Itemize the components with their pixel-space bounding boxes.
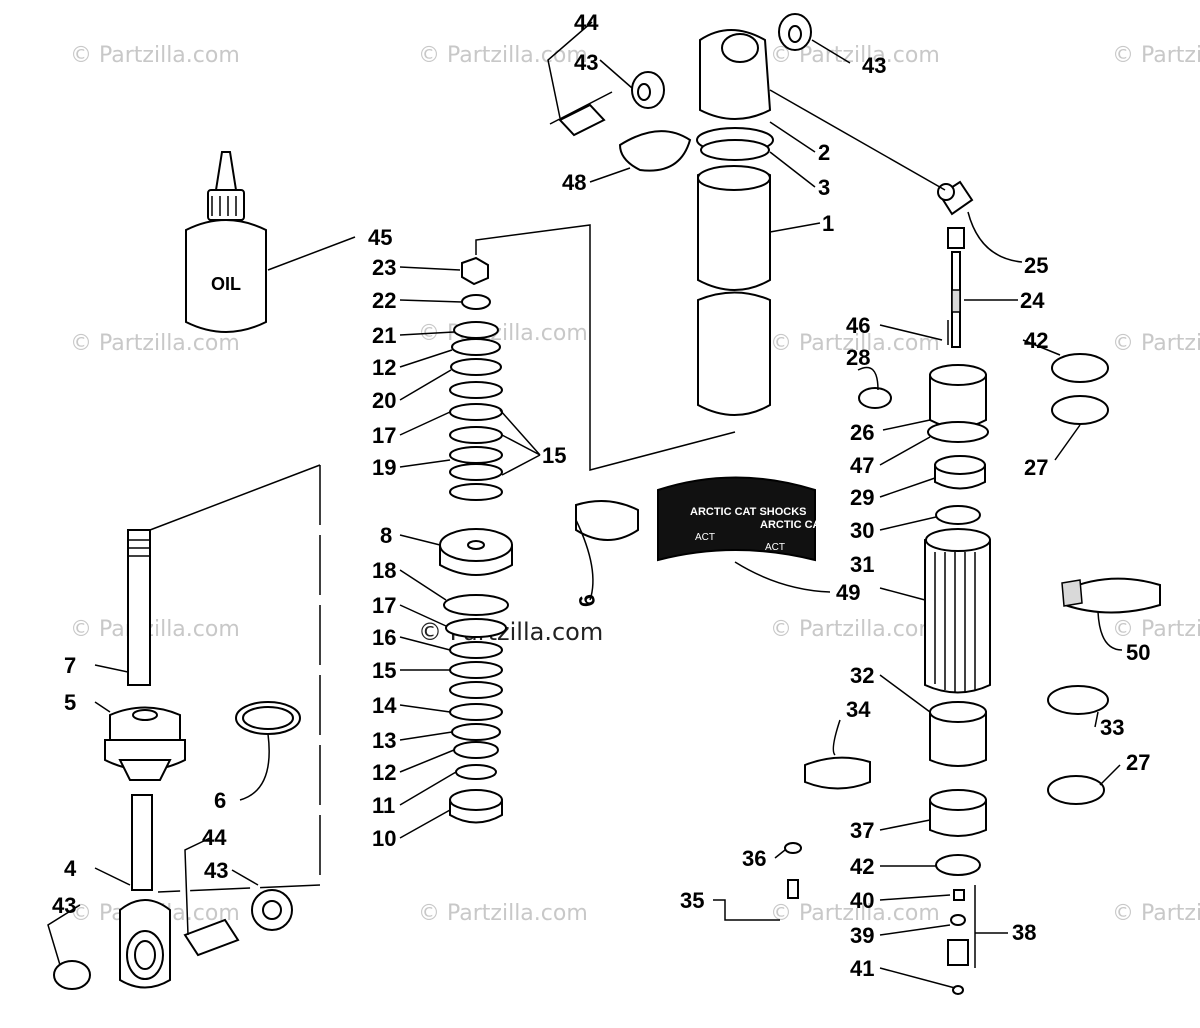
callout-label[interactable]: 2	[818, 140, 830, 165]
callout-label[interactable]: 27	[1126, 750, 1150, 775]
callout-label[interactable]: 15	[542, 443, 566, 468]
callout-label[interactable]: 46	[846, 313, 870, 338]
callout-label[interactable]: 43	[52, 893, 76, 918]
callout-label[interactable]: 1	[822, 211, 834, 236]
callout-label[interactable]: 48	[562, 170, 586, 195]
decal-text: ARCTIC CAT SHOCKS	[690, 506, 807, 518]
watermark: © Partzilla.com	[770, 331, 940, 356]
callout-label[interactable]: 47	[850, 453, 874, 478]
shock-top-eye	[549, 13, 812, 172]
callout-label[interactable]: 36	[742, 846, 766, 871]
callout-label[interactable]: 43	[574, 50, 598, 75]
callout-label[interactable]: 24	[1020, 288, 1045, 313]
callout-label[interactable]: 6	[214, 788, 226, 813]
callout-label[interactable]: 12	[372, 760, 396, 785]
watermark: © Partzilla.com	[70, 43, 240, 68]
watermark: © Partzilla.com	[1112, 331, 1200, 356]
oil-label: OIL	[211, 274, 241, 294]
callout-label[interactable]: 16	[372, 625, 396, 650]
callout-label[interactable]: 17	[372, 593, 396, 618]
callout-label[interactable]: 39	[850, 923, 874, 948]
callout-label[interactable]: 43	[204, 858, 228, 883]
callout-label[interactable]: 7	[64, 653, 76, 678]
callout-label[interactable]: 42	[1024, 328, 1048, 353]
callout-label[interactable]: 19	[372, 455, 396, 480]
leader-lines	[47, 21, 1123, 989]
callout-label[interactable]: 32	[850, 663, 874, 688]
callout-label[interactable]: 18	[372, 558, 396, 583]
callout-label[interactable]: 30	[850, 518, 874, 543]
callout-label[interactable]: 43	[862, 53, 886, 78]
watermarks: © Partzilla.com © Partzilla.com © Partzi…	[70, 43, 1200, 926]
callout-label[interactable]: 34	[846, 697, 871, 722]
decal-logo: ACT	[695, 532, 715, 543]
decal-logo: ACT	[765, 542, 785, 553]
decal: ARCTIC CAT SHOCKS ARCTIC CAT SHOCKS ACT …	[657, 476, 877, 562]
watermark: © Partzilla.com	[770, 901, 940, 926]
callout-label[interactable]: 50	[1126, 640, 1150, 665]
decal-text: ARCTIC CAT SHOCKS	[760, 519, 877, 531]
callout-label[interactable]: 44	[202, 825, 227, 850]
callout-label[interactable]: 29	[850, 485, 874, 510]
callout-label[interactable]: 21	[372, 323, 396, 348]
callout-label[interactable]: 31	[850, 552, 874, 577]
callout-label[interactable]: 12	[372, 355, 396, 380]
callout-label[interactable]: 17	[372, 423, 396, 448]
callout-label[interactable]: 26	[850, 420, 874, 445]
watermark: © Partzilla.com	[770, 617, 940, 642]
callout-label[interactable]: 9	[573, 593, 600, 609]
callout-label[interactable]: 13	[372, 728, 396, 753]
reservoir-assembly	[769, 89, 1161, 995]
callout-label[interactable]: 8	[380, 523, 392, 548]
watermark: © Partzilla.com	[1112, 901, 1200, 926]
valve-stack	[439, 224, 736, 824]
callout-label[interactable]: 5	[64, 690, 76, 715]
callout-label[interactable]: 10	[372, 826, 396, 851]
callout-label[interactable]: 28	[846, 345, 870, 370]
callout-label[interactable]: 15	[372, 658, 396, 683]
callout-label[interactable]: 11	[372, 793, 395, 818]
shaft-assembly	[53, 464, 321, 990]
callout-label[interactable]: 49	[836, 580, 860, 605]
callout-label[interactable]: 25	[1024, 253, 1048, 278]
callout-label[interactable]: 3	[818, 175, 830, 200]
watermark: © Partzilla.com	[1112, 617, 1200, 642]
callout-label[interactable]: 45	[368, 225, 392, 250]
callout-label[interactable]: 33	[1100, 715, 1124, 740]
callout-label[interactable]: 42	[850, 854, 874, 879]
watermark: © Partzilla.com	[418, 321, 588, 346]
callout-label[interactable]: 37	[850, 818, 874, 843]
watermark: © Partzilla.com	[418, 901, 588, 926]
watermark: © Partzilla.com	[1112, 43, 1200, 68]
watermark: © Partzilla.com	[418, 618, 603, 646]
callout-label[interactable]: 14	[372, 693, 397, 718]
callout-label[interactable]: 41	[850, 956, 874, 981]
callout-label[interactable]: 4	[64, 856, 77, 881]
callout-label[interactable]: 27	[1024, 455, 1048, 480]
watermark: © Partzilla.com	[70, 331, 240, 356]
callout-label[interactable]: 20	[372, 388, 396, 413]
callout-label[interactable]: 35	[680, 888, 704, 913]
callout-label[interactable]: 44	[574, 10, 599, 35]
shock-body	[697, 165, 771, 416]
watermark: © Partzilla.com	[70, 617, 240, 642]
callout-label[interactable]: 23	[372, 255, 396, 280]
callout-label[interactable]: 40	[850, 888, 874, 913]
oil-bottle: OIL	[185, 151, 267, 333]
callout-label[interactable]: 38	[1012, 920, 1036, 945]
callout-label[interactable]: 22	[372, 288, 396, 313]
watermark: © Partzilla.com	[418, 43, 588, 68]
callouts: 44 43 43 2 3 48 1 25 24 46 42 28 26 27 4…	[52, 10, 1150, 981]
